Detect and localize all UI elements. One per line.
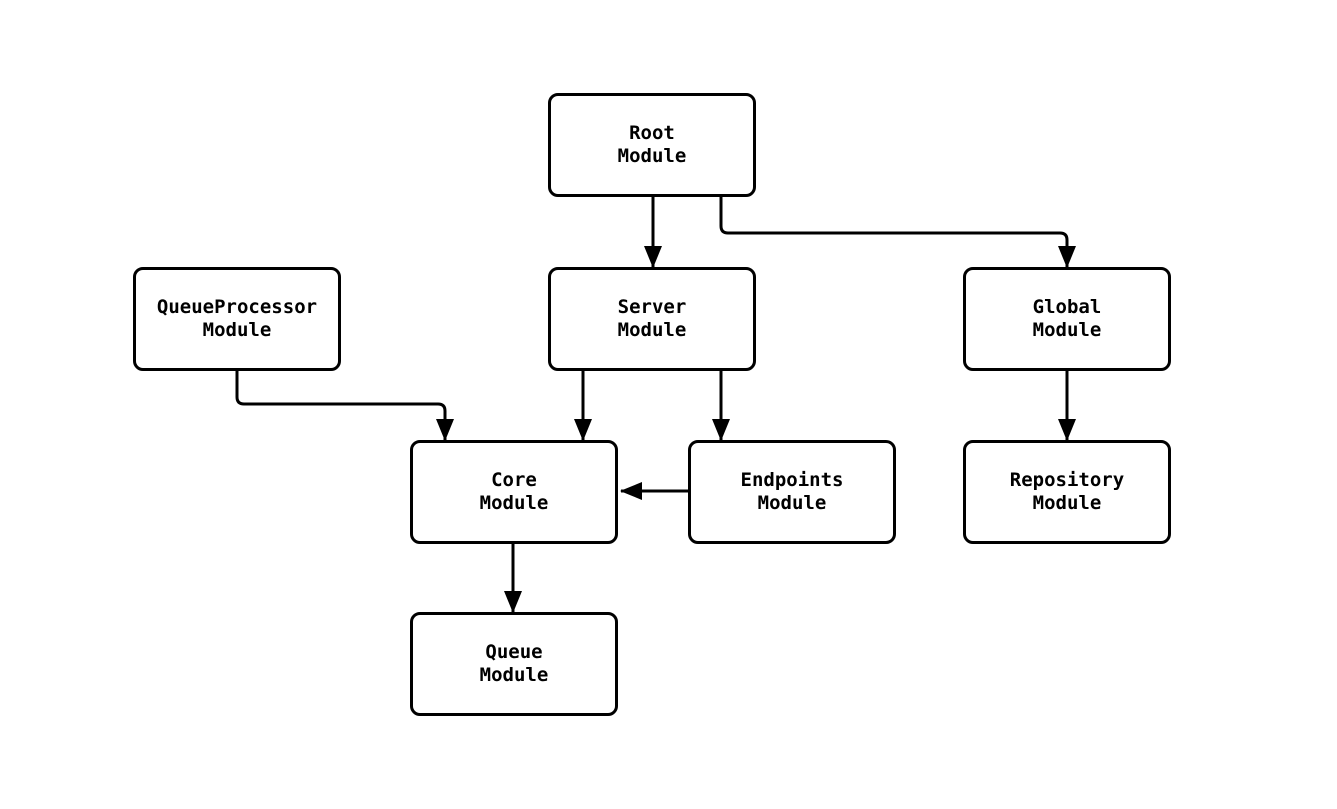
- node-label-line: Server: [617, 296, 687, 318]
- node-label-line: Core: [491, 469, 537, 491]
- node-label-line: Module: [202, 319, 272, 341]
- node-core-module: Core Module: [410, 440, 618, 544]
- node-label-line: Module: [617, 319, 687, 341]
- node-server-module: Server Module: [548, 267, 756, 371]
- node-label-line: Repository: [1009, 469, 1125, 491]
- node-queueprocessor-module: QueueProcessor Module: [133, 267, 341, 371]
- node-root-module: Root Module: [548, 93, 756, 197]
- node-label-line: Module: [1032, 492, 1102, 514]
- node-queue-module: Queue Module: [410, 612, 618, 716]
- edge-root-to-global: [719, 197, 1076, 268]
- node-label-line: Module: [479, 492, 549, 514]
- node-label-line: Root: [629, 122, 675, 144]
- node-label-line: Module: [757, 492, 827, 514]
- node-endpoints-module: Endpoints Module: [688, 440, 896, 544]
- node-label-line: Module: [1032, 319, 1102, 341]
- node-label-line: Queue: [485, 641, 543, 663]
- node-label-line: Endpoints: [740, 469, 844, 491]
- node-repository-module: Repository Module: [963, 440, 1171, 544]
- node-label-line: Module: [479, 664, 549, 686]
- node-label-line: QueueProcessor: [156, 296, 318, 318]
- node-label-line: Module: [617, 145, 687, 167]
- node-label-line: Global: [1032, 296, 1102, 318]
- edge-queueprocessor-to-core: [235, 370, 454, 441]
- node-global-module: Global Module: [963, 267, 1171, 371]
